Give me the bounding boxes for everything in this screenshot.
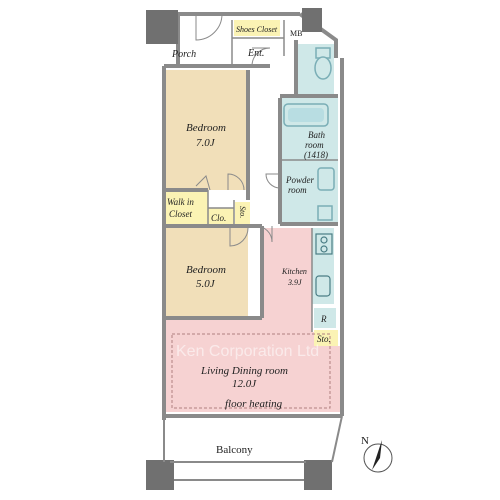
- bedroom-2-fill: [164, 228, 248, 316]
- floor-heating-area: [171, 333, 331, 409]
- balcony-label: Balcony: [216, 444, 253, 456]
- kitchen-counter-fill: [312, 228, 334, 304]
- porch-label: Porch: [171, 49, 196, 60]
- kitchen-stove: [315, 233, 333, 255]
- sto-vertical-label: Sto.: [238, 206, 247, 218]
- north-arrow-icon: [372, 440, 382, 470]
- north-label: N: [361, 435, 369, 447]
- refrigerator-label: R: [320, 314, 327, 324]
- entrance-label: Ent.: [247, 48, 264, 59]
- bedroom-2-name: Bedroom: [186, 264, 226, 276]
- powder-label-2: room: [288, 185, 307, 195]
- sto-kitchen-label: Sto.: [317, 334, 331, 344]
- kitchen-size: 3.9J: [287, 278, 302, 287]
- shoes-closet-label: Shoes Closet: [236, 25, 278, 34]
- bathtub: [283, 103, 329, 127]
- bath-label-2: room: [305, 140, 324, 150]
- balcony-outline: [163, 415, 343, 481]
- kitchen-name: Kitchen: [281, 267, 307, 276]
- refrigerator-fill: [314, 308, 336, 328]
- clo-fill: [208, 208, 234, 228]
- walk-in-closet-label-2: Closet: [169, 209, 193, 219]
- bedroom-2-size: 5.0J: [196, 278, 216, 290]
- walk-in-closet-fill: [164, 190, 208, 224]
- toilet: [314, 47, 332, 80]
- bedroom-1-size: 7.0J: [196, 137, 216, 149]
- porch-area: [178, 14, 232, 66]
- doors: [195, 13, 281, 247]
- thin-walls: [207, 20, 338, 332]
- mb-label: MB: [290, 29, 302, 38]
- walk-in-closet-label-1: Walk in: [167, 197, 194, 207]
- bedroom-1-fill: [164, 70, 248, 190]
- floor-heating-label: floor heating: [225, 398, 283, 410]
- pillars: [146, 8, 332, 490]
- bedroom-1-name: Bedroom: [186, 122, 226, 134]
- powder-label-1: Powder: [285, 175, 314, 185]
- north-compass: N: [361, 435, 393, 473]
- washbasin: [317, 167, 335, 221]
- sto-vertical-fill: [235, 202, 250, 228]
- clo-label: Clo.: [211, 213, 226, 223]
- living-name: Living Dining room: [200, 365, 288, 377]
- compass-circle: [363, 443, 393, 473]
- living-size: 12.0J: [232, 378, 257, 390]
- bath-label-3: (1418): [304, 150, 328, 160]
- kitchen-sink: [315, 275, 331, 297]
- watermark: Ken Corporation Ltd: [176, 343, 319, 360]
- shoes-closet-fill: [234, 20, 280, 36]
- bath-label-1: Bath: [308, 130, 325, 140]
